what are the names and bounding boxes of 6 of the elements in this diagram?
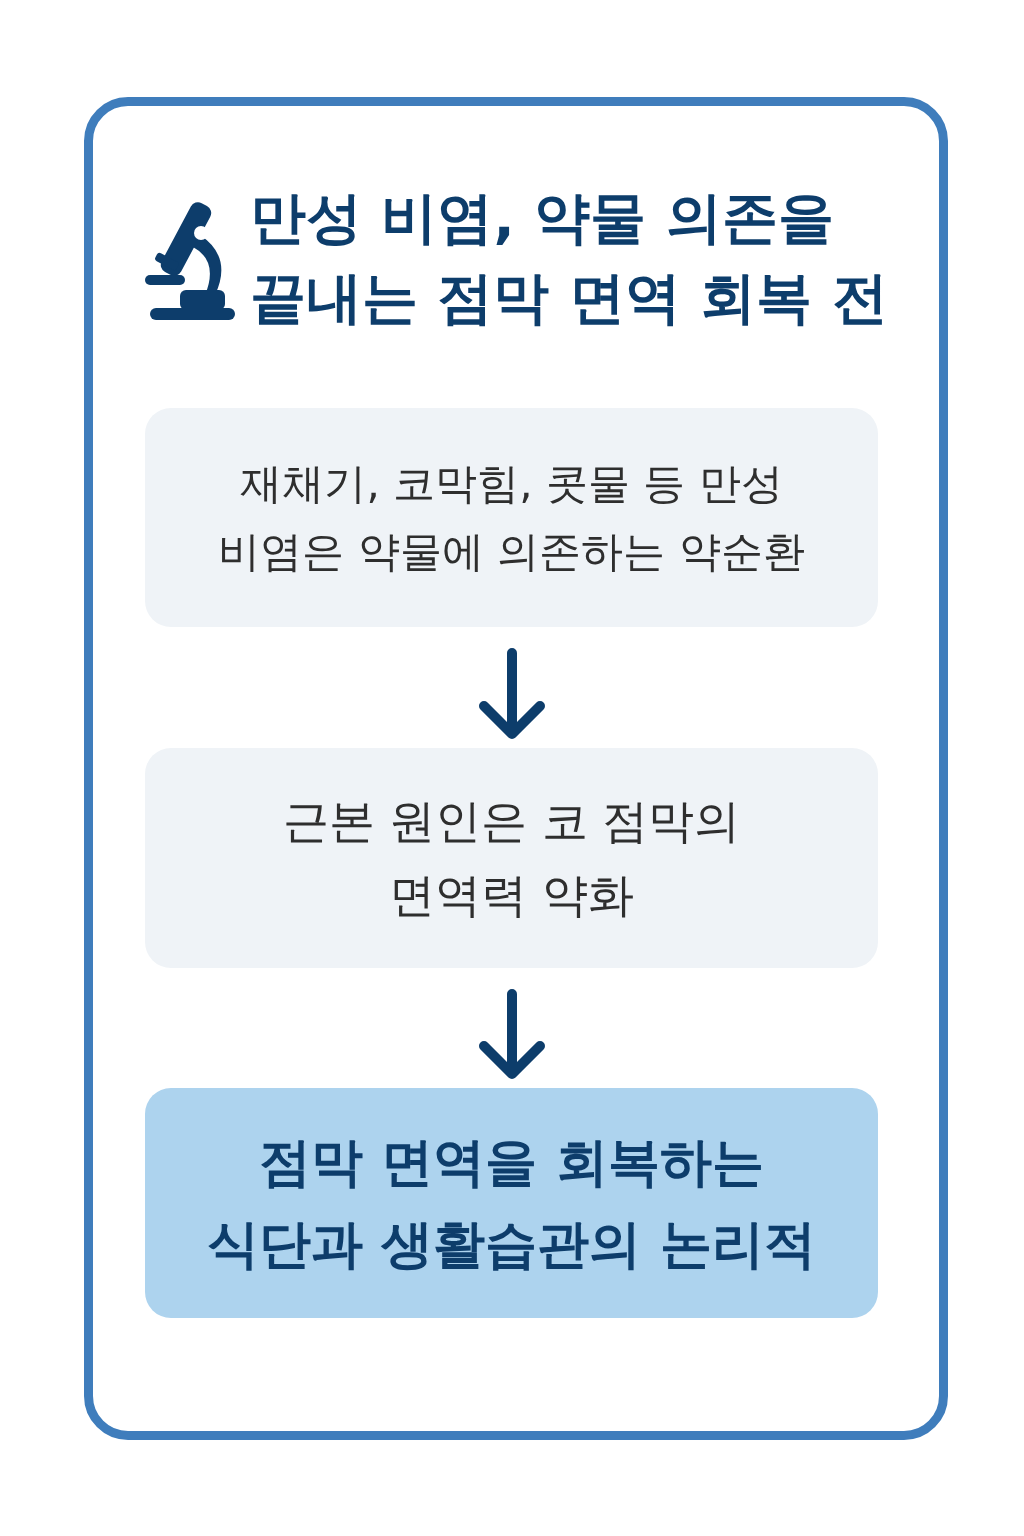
process-box: 근본 원인은 코 점막의 면역력 약화 bbox=[145, 748, 878, 968]
arrow bbox=[479, 648, 545, 739]
process-box: 재채기, 코막힘, 콧물 등 만성 비염은 약물에 의존하는 약순환 bbox=[145, 408, 878, 627]
process-box: 점막 면역을 회복하는 식단과 생활습관의 논리적 bbox=[145, 1088, 878, 1318]
title: 만성 비염, 약물 의존을 끝내는 점막 면역 회복 전 bbox=[250, 184, 889, 332]
arrow bbox=[479, 989, 545, 1079]
